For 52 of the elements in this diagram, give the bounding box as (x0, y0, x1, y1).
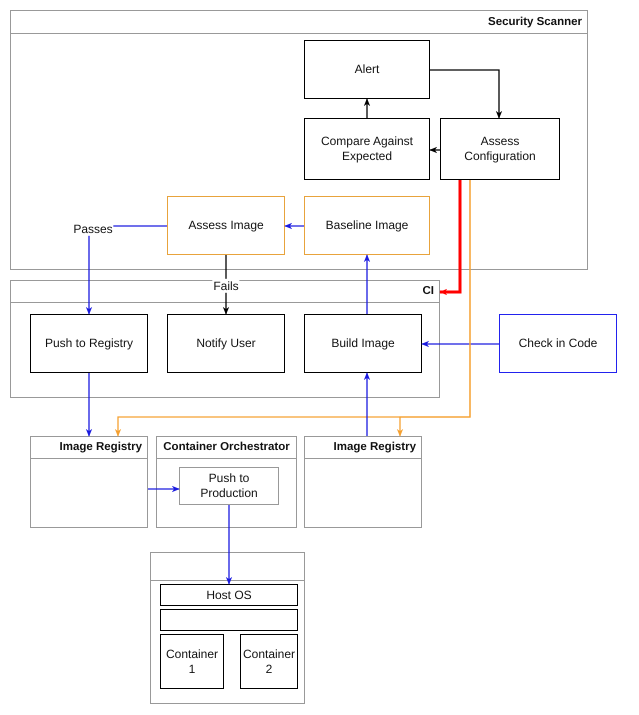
container-title: Image Registry (58, 440, 143, 455)
arrow (396, 180, 471, 437)
process-box (499, 314, 617, 373)
arrow (430, 69, 502, 119)
edge-label: Fails (212, 278, 240, 294)
container-title: Security Scanner (487, 14, 583, 30)
process-box (304, 118, 430, 180)
node-label: Compare Against Expected (320, 134, 414, 164)
arrow (439, 180, 462, 296)
node-label: Push to Registry (44, 336, 134, 351)
orchestrator-panel (156, 436, 297, 528)
process-box (304, 196, 430, 255)
node-label: Assess Configuration (463, 134, 537, 164)
node-label: Build Image (330, 336, 396, 351)
container-title: CI (422, 284, 435, 299)
process-box (167, 314, 285, 373)
arrow (284, 222, 304, 230)
arrow (86, 373, 92, 437)
node-label: Assess Image (187, 218, 265, 233)
arrow (364, 254, 370, 314)
registry-panel (304, 436, 422, 528)
process-box (160, 584, 298, 606)
process-box (304, 40, 430, 99)
node-label: Host OS (205, 588, 253, 602)
process-box (167, 196, 285, 255)
node-label: Alert (354, 62, 380, 77)
process-box (440, 118, 560, 180)
registry-panel (30, 436, 148, 528)
arrow (421, 340, 499, 348)
process-box (30, 314, 148, 373)
node-label: Container 2 (242, 646, 296, 676)
arrow (226, 505, 232, 585)
node-label: Push to Production (199, 471, 259, 501)
process-box (240, 634, 298, 689)
process-box (160, 634, 224, 689)
ci-container (10, 280, 440, 398)
arrow (364, 372, 370, 436)
scanner-container (10, 10, 588, 270)
node-label: Check in Code (518, 336, 598, 351)
arrow (364, 98, 370, 118)
container-title: Container Orchestrator (162, 440, 291, 455)
node-label: Container 1 (164, 646, 220, 676)
node-label: Notify User (195, 336, 257, 351)
empty-box (160, 609, 298, 631)
node-label: Baseline Image (324, 218, 410, 233)
arrow (148, 486, 180, 492)
process-box (179, 467, 279, 505)
container-title: Image Registry (332, 440, 417, 455)
process-box (304, 314, 422, 373)
edge-label: Passes (72, 222, 114, 236)
arrow (429, 146, 440, 154)
host-panel (150, 552, 305, 704)
